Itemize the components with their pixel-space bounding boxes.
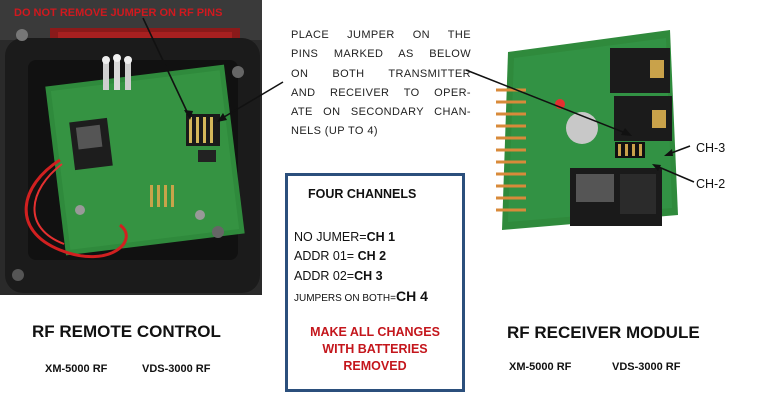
- remote-model-xm5000: XM-5000 RF: [45, 363, 108, 375]
- battery-warning-line: WITH BATTERIES: [322, 342, 428, 356]
- jumper-warning-label: DO NOT REMOVE JUMPER ON RF PINS: [14, 7, 223, 19]
- instruction-arrow-left: [217, 81, 284, 122]
- instruction-line: PINS MARKED AS BELOW: [291, 48, 471, 61]
- rf-remote-control-photo: [0, 0, 262, 295]
- battery-warning-line: REMOVED: [343, 359, 407, 373]
- rf-receiver-module-photo: [490, 30, 680, 238]
- channel-value: CH 1: [366, 230, 396, 244]
- remote-control-title: RF REMOTE CONTROL: [32, 322, 221, 341]
- remote-model-vds3000: VDS-3000 RF: [142, 363, 211, 375]
- channel-row: JUMPERS ON BOTH=CH 4: [294, 288, 428, 304]
- battery-warning-line: MAKE ALL CHANGES: [310, 325, 440, 339]
- four-channels-box: FOUR CHANNELS NO JUMER=CH 1 ADDR 01= CH …: [285, 173, 465, 392]
- battery-warning: MAKE ALL CHANGES WITH BATTERIES REMOVED: [288, 324, 462, 375]
- channel-condition: NO JUMER=: [294, 230, 367, 244]
- channel-value: CH 3: [354, 269, 383, 283]
- channels-title: FOUR CHANNELS: [308, 187, 417, 201]
- instruction-line: ATE ON SECONDARY CHAN-: [291, 106, 471, 119]
- ch2-label: CH-2: [696, 177, 726, 191]
- jumper-instructions: PLACE JUMPER ON THE PINS MARKED AS BELOW…: [291, 26, 471, 142]
- channel-value: CH 4: [395, 288, 428, 304]
- channel-condition: ADDR 02=: [294, 269, 355, 283]
- receiver-model-vds3000: VDS-3000 RF: [612, 361, 681, 373]
- receiver-model-xm5000: XM-5000 RF: [509, 361, 572, 373]
- channel-row: ADDR 02=CH 3: [294, 269, 383, 283]
- channel-condition: ADDR 01=: [294, 249, 358, 263]
- instruction-line: NELS (UP TO 4): [291, 125, 378, 138]
- ch3-arrow: [664, 145, 691, 156]
- channel-value: CH 2: [357, 249, 387, 263]
- instruction-line: ON BOTH TRANSMITTER: [291, 67, 471, 80]
- instruction-arrow-right: [465, 69, 632, 136]
- ch2-arrow: [652, 164, 695, 183]
- instruction-line: AND RECEIVER TO OPER-: [291, 86, 471, 99]
- channel-row: ADDR 01= CH 2: [294, 249, 386, 263]
- channel-row: NO JUMER=CH 1: [294, 230, 395, 244]
- receiver-module-title: RF RECEIVER MODULE: [507, 323, 700, 342]
- channel-condition: JUMPERS ON BOTH=: [294, 293, 396, 304]
- ch3-label: CH-3: [696, 141, 726, 155]
- instruction-line: PLACE JUMPER ON THE: [291, 29, 471, 41]
